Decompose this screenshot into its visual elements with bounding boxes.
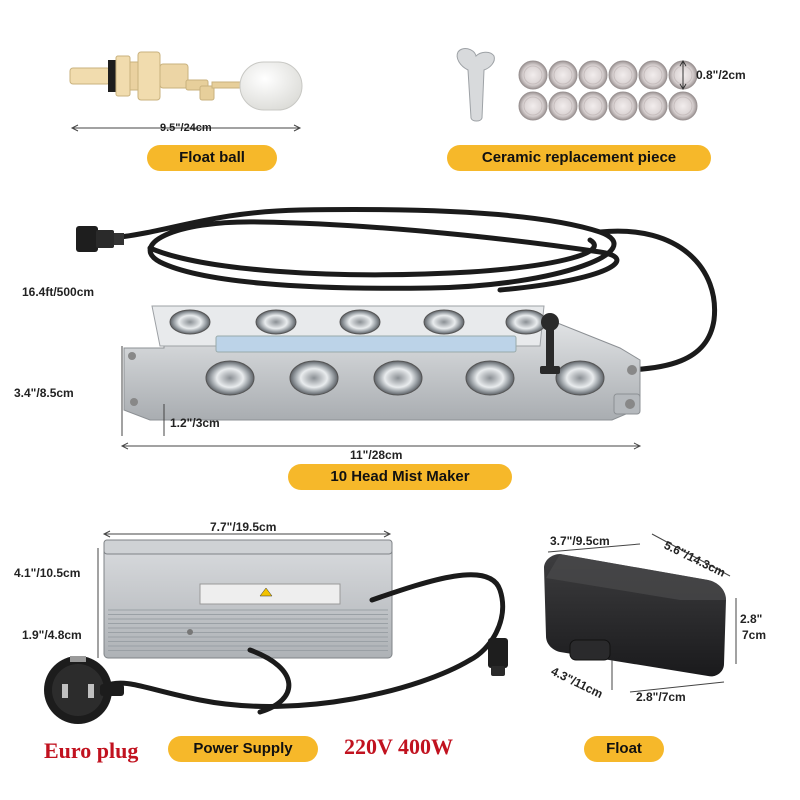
ceramic-title: Ceramic replacement piece	[447, 145, 711, 171]
mist-head	[289, 360, 339, 396]
ps-dimension-lines	[97, 530, 392, 658]
ps-length-label: 7.7"/19.5cm	[210, 520, 277, 534]
ceramic-disc-icon	[638, 60, 668, 90]
mist-head	[255, 309, 297, 335]
mist-length-label: 11"/28cm	[350, 448, 403, 462]
float-ball-title: Float ball	[147, 145, 277, 171]
mist-maker-title: 10 Head Mist Maker	[288, 464, 512, 490]
float-height-cm-label: 7cm	[742, 628, 767, 642]
euro-plug-icon	[44, 656, 124, 724]
mist-head	[205, 360, 255, 396]
power-supply-title: Power Supply	[168, 736, 318, 762]
power-cable	[109, 207, 718, 373]
mist-head	[339, 309, 381, 335]
rating-label: 220V 400W	[344, 734, 453, 759]
ps-height-label: 1.9"/4.8cm	[22, 628, 82, 642]
ceramic-disc-icon	[608, 91, 638, 121]
ceramic-disc-icon	[518, 60, 548, 90]
mist-head	[423, 309, 465, 335]
float-ball-length-label: 9.5"/24cm	[160, 122, 212, 134]
cable-length-label: 16.4ft/500cm	[22, 285, 95, 299]
ceramic-disc-icon	[578, 91, 608, 121]
euro-plug-label: Euro plug	[44, 738, 139, 763]
mist-head	[169, 309, 211, 335]
float-ball-dimension-line	[70, 124, 302, 132]
float-dimension-lines	[547, 533, 737, 693]
ceramic-disc-icon	[638, 91, 668, 121]
float-bottom-width-label: 2.8"/7cm	[636, 690, 686, 704]
cable-connector	[76, 226, 124, 252]
mist-height-label: 3.4"/8.5cm	[14, 386, 74, 400]
ceramic-disc-icon	[518, 60, 698, 121]
ceramic-disc-icon	[518, 91, 548, 121]
float-height-in-label: 2.8"	[740, 612, 763, 626]
wrench-key-icon	[456, 48, 495, 122]
mist-head	[555, 360, 605, 396]
mist-head	[505, 309, 547, 335]
mist-maker-icon	[123, 305, 641, 421]
ceramic-dimension-line	[679, 60, 687, 90]
ceramic-disc-icon	[668, 91, 698, 121]
ceramic-disc-icon	[608, 60, 638, 90]
float-ball-valve-icon	[69, 51, 303, 111]
mist-head	[373, 360, 423, 396]
ceramic-disc-icon	[548, 60, 578, 90]
float-box-icon	[544, 554, 726, 677]
ps-cable	[109, 572, 506, 715]
power-supply-icon	[103, 539, 393, 659]
float-title: Float	[584, 736, 664, 762]
float-top-width-label: 3.7"/9.5cm	[550, 534, 610, 548]
dc-connector	[488, 638, 508, 676]
mist-maker-dimension-lines	[120, 346, 642, 450]
ceramic-diameter-label: 0.8"/2cm	[696, 68, 746, 82]
ceramic-disc-icon	[578, 60, 608, 90]
ceramic-disc-icon	[548, 91, 578, 121]
mist-base-label: 1.2"/3cm	[170, 416, 220, 430]
ps-width-label: 4.1"/10.5cm	[14, 566, 81, 580]
mist-head	[465, 360, 515, 396]
